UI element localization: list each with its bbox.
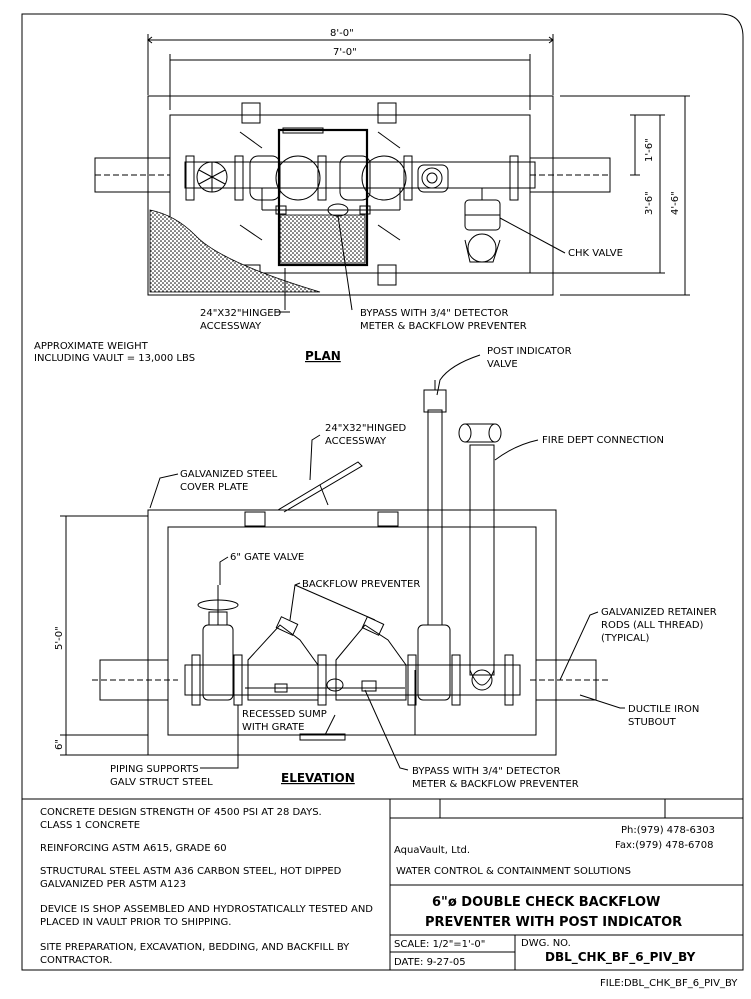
weight-line-2: INCLUDING VAULT = 13,000 LBS (34, 353, 195, 364)
plan-bypass-label-1: BYPASS WITH 3/4" DETECTOR (360, 308, 508, 319)
elevation-piv-label-1: POST INDICATOR (487, 346, 572, 357)
elevation-backflow-2 (335, 624, 407, 701)
elevation-fdc-label: FIRE DEPT CONNECTION (542, 435, 664, 446)
elevation-view: 5'-0" 6" POST INDICATOR VALVE 24"X32"HIN… (54, 346, 717, 790)
elevation-vault-inner (167, 526, 537, 736)
scale-label: SCALE: 1/2"=1'-0" (394, 939, 485, 950)
company-name: AquaVault, Ltd. (394, 845, 470, 856)
elevation-bypass-label-2: METER & BACKFLOW PREVENTER (412, 779, 579, 790)
elevation-backflow-1 (247, 624, 319, 701)
elevation-retainer-label-3: (TYPICAL) (601, 633, 649, 644)
plan-chk-valve-label: CHK VALVE (568, 248, 623, 259)
elevation-cover-label-2: COVER PLATE (180, 482, 248, 493)
elevation-ductile-label-1: DUCTILE IRON (628, 704, 699, 715)
dwg-no-label: DWG. NO. (521, 938, 571, 949)
elevation-ductile-label-2: STUBOUT (628, 717, 677, 728)
elevation-retainer-label-2: RODS (ALL THREAD) (601, 620, 704, 631)
company-phone: Ph:(979) 478-6303 (621, 825, 715, 836)
title-block: AquaVault, Ltd. Ph:(979) 478-6303 Fax:(9… (389, 799, 743, 970)
elevation-cover-label-1: GALVANIZED STEEL (180, 469, 278, 480)
elevation-accessway-label-2: ACCESSWAY (325, 436, 387, 447)
elevation-accessway-label-1: 24"X32"HINGED (325, 423, 407, 434)
weight-line-1: APPROXIMATE WEIGHT (34, 341, 149, 352)
notes-block: CONCRETE DESIGN STRENGTH OF 4500 PSI AT … (22, 798, 743, 966)
plan-vault-inner (169, 114, 531, 274)
company-fax: Fax:(979) 478-6708 (615, 840, 713, 851)
plan-accessway-label-1: 24"X32"HINGED (200, 308, 282, 319)
elevation-piping-label-2: GALV STRUCT STEEL (110, 777, 213, 788)
elevation-bypass-label-1: BYPASS WITH 3/4" DETECTOR (412, 766, 560, 777)
plan-dim-4-6: 4'-6" (670, 191, 681, 215)
date-label: DATE: 9-27-05 (394, 957, 466, 968)
plan-vault-outer (147, 95, 554, 296)
drawing-title-2: PREVENTER WITH POST INDICATOR (425, 915, 682, 930)
note-1-line-1: CONCRETE DESIGN STRENGTH OF 4500 PSI AT … (40, 807, 322, 818)
elevation-sump-label-2: WITH GRATE (242, 722, 304, 733)
plan-check-body-1 (275, 155, 321, 201)
elevation-sump-label-1: RECESSED SUMP (242, 709, 327, 720)
elevation-hinged-lid (277, 461, 363, 513)
elevation-gate-valve-label: 6" GATE VALVE (230, 552, 304, 563)
elevation-piping-label-1: PIPING SUPPORTS (110, 764, 199, 775)
dwg-no: DBL_CHK_BF_6_PIV_BY (545, 950, 696, 965)
elevation-dim-6: 6" (54, 739, 65, 750)
plan-dim-3-6: 3'-6" (644, 191, 655, 215)
company-tagline: WATER CONTROL & CONTAINMENT SOLUTIONS (396, 866, 631, 877)
sheet-border (21, 13, 744, 971)
elevation-sump (299, 733, 346, 741)
elevation-gate-valve (202, 624, 234, 701)
note-3-line-1: STRUCTURAL STEEL ASTM A36 CARBON STEEL, … (40, 866, 342, 877)
elevation-retainer-label-1: GALVANIZED RETAINER (601, 607, 717, 618)
plan-check-body-2 (361, 155, 407, 201)
plan-dim-outer: 8'-0" (330, 28, 354, 39)
note-5-line-2: CONTRACTOR. (40, 955, 112, 966)
elevation-vault-outer (147, 509, 557, 756)
plan-view: 8'-0" 7'-0" 1'-6" 3'-6" 4'-6" (94, 28, 690, 363)
plan-bypass-label-2: METER & BACKFLOW PREVENTER (360, 321, 527, 332)
drawing-title-1: 6"ø DOUBLE CHECK BACKFLOW (432, 895, 660, 910)
note-4-line-1: DEVICE IS SHOP ASSEMBLED AND HYDROSTATIC… (40, 904, 373, 915)
plan-dim-inner: 7'-0" (333, 47, 357, 58)
elevation-backflow-label: BACKFLOW PREVENTER (302, 579, 420, 590)
note-2-line-1: REINFORCING ASTM A615, GRADE 60 (40, 843, 227, 854)
file-label: FILE:DBL_CHK_BF_6_PIV_BY (600, 978, 738, 989)
plan-piv-icon (421, 167, 443, 189)
plan-dim-1-6: 1'-6" (644, 138, 655, 162)
note-3-line-2: GALVANIZED PER ASTM A123 (40, 879, 186, 890)
elevation-dim-5-0: 5'-0" (54, 626, 65, 650)
note-4-line-2: PLACED IN VAULT PRIOR TO SHIPPING. (40, 917, 231, 928)
note-1-line-2: CLASS 1 CONCRETE (40, 820, 140, 831)
plan-accessway-label-2: ACCESSWAY (200, 321, 262, 332)
plan-title: PLAN (305, 349, 341, 363)
elevation-fdc-pipe (469, 444, 495, 676)
elevation-piv-stem (427, 409, 443, 626)
note-5-line-1: SITE PREPARATION, EXCAVATION, BEDDING, A… (40, 942, 350, 953)
elevation-title: ELEVATION (281, 771, 355, 785)
elevation-piv-label-2: VALVE (487, 359, 518, 370)
